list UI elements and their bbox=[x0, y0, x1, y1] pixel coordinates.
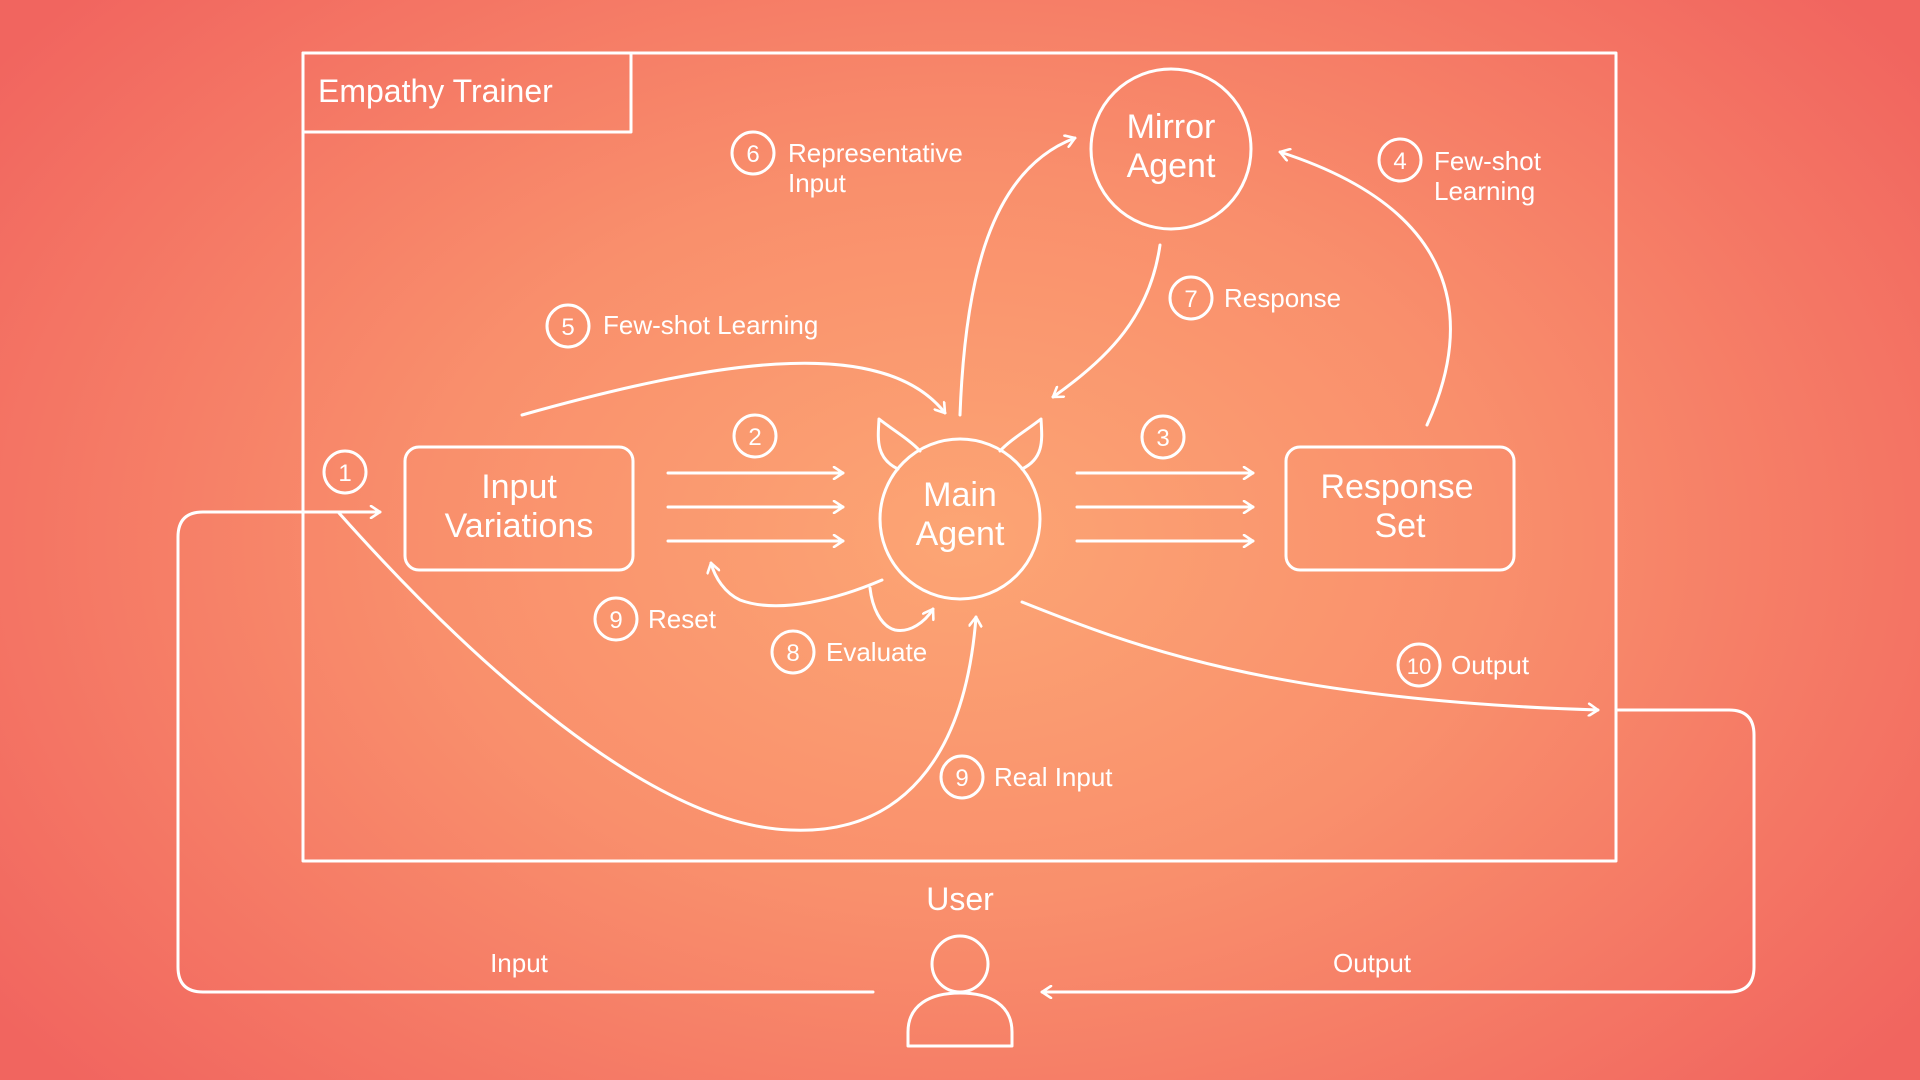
step-badge-9-real-input bbox=[939, 754, 985, 800]
step-badge-2 bbox=[732, 413, 778, 459]
arrow-step-4 bbox=[1278, 152, 1452, 427]
main-agent-node bbox=[878, 437, 1042, 601]
step-badge-5 bbox=[545, 303, 591, 349]
step-label-5: Few-shot Learning bbox=[603, 310, 818, 340]
step-badge-8 bbox=[770, 629, 816, 675]
arrow-step-7 bbox=[1051, 243, 1162, 399]
arrow-step-10-output bbox=[1020, 600, 1600, 710]
user-label: User bbox=[926, 881, 994, 917]
step-number-10: 10 bbox=[1407, 654, 1431, 679]
step-label-4-line2: Learning bbox=[1434, 176, 1535, 206]
step-badge-1 bbox=[322, 449, 368, 495]
step-number-8: 8 bbox=[786, 640, 799, 667]
diagram-title: Empathy Trainer bbox=[318, 73, 553, 109]
outer-output-label: Output bbox=[1333, 948, 1412, 978]
step-number-9-real-input: 9 bbox=[955, 765, 968, 792]
step-badge-4 bbox=[1377, 137, 1423, 183]
step-badge-10 bbox=[1396, 642, 1442, 688]
arrow-step-5 bbox=[520, 361, 947, 417]
step-label-8: Evaluate bbox=[826, 637, 927, 667]
response-set-label-1: Response bbox=[1320, 468, 1473, 506]
step-number-3: 3 bbox=[1156, 425, 1169, 452]
step-number-5: 5 bbox=[561, 314, 574, 341]
input-variations-label-1: Input bbox=[481, 468, 557, 506]
arrow-step-6 bbox=[958, 138, 1077, 417]
user-head-icon bbox=[930, 934, 990, 994]
step-number-6: 6 bbox=[746, 141, 759, 168]
arrow-step-8-evaluate bbox=[868, 586, 933, 632]
step-number-9-reset: 9 bbox=[609, 607, 622, 634]
step-label-4: Few-shot bbox=[1434, 146, 1542, 176]
step-badge-9-reset bbox=[593, 596, 639, 642]
response-set-label-2: Set bbox=[1374, 507, 1426, 545]
step-number-2: 2 bbox=[748, 424, 761, 451]
step-label-7: Response bbox=[1224, 283, 1341, 313]
mirror-agent-node bbox=[1089, 67, 1253, 231]
arrow-step-9-real-input bbox=[337, 511, 976, 832]
step-badge-6 bbox=[730, 130, 776, 176]
main-agent-right-horn bbox=[998, 417, 1044, 471]
user-body-icon bbox=[906, 991, 1014, 1048]
step-label-9-real-input: Real Input bbox=[994, 762, 1113, 792]
arrow-step-9-reset bbox=[711, 561, 884, 608]
title-box bbox=[301, 51, 633, 134]
input-variations-label-2: Variations bbox=[445, 507, 594, 545]
main-agent-left-horn bbox=[876, 417, 922, 471]
step-badge-7 bbox=[1168, 275, 1214, 321]
step-label-6: Representative bbox=[788, 138, 963, 168]
mirror-agent-label-1: Mirror bbox=[1127, 108, 1216, 146]
user-input-loop bbox=[176, 512, 875, 994]
main-agent-label-1: Main bbox=[923, 476, 997, 514]
input-variations-node bbox=[403, 445, 635, 572]
outer-input-label: Input bbox=[490, 948, 549, 978]
system-boundary bbox=[301, 51, 1618, 863]
main-agent-label-2: Agent bbox=[916, 515, 1005, 553]
response-set-node bbox=[1284, 445, 1516, 572]
step-badge-3 bbox=[1140, 414, 1186, 460]
step-number-4: 4 bbox=[1393, 148, 1406, 175]
step-label-10: Output bbox=[1451, 650, 1530, 680]
step-number-7: 7 bbox=[1184, 286, 1197, 313]
step-label-6-line2: Input bbox=[788, 168, 847, 198]
user-output-loop bbox=[1040, 708, 1756, 992]
mirror-agent-label-2: Agent bbox=[1127, 147, 1216, 185]
step-number-1: 1 bbox=[338, 460, 351, 487]
step-label-9-reset: Reset bbox=[648, 604, 717, 634]
